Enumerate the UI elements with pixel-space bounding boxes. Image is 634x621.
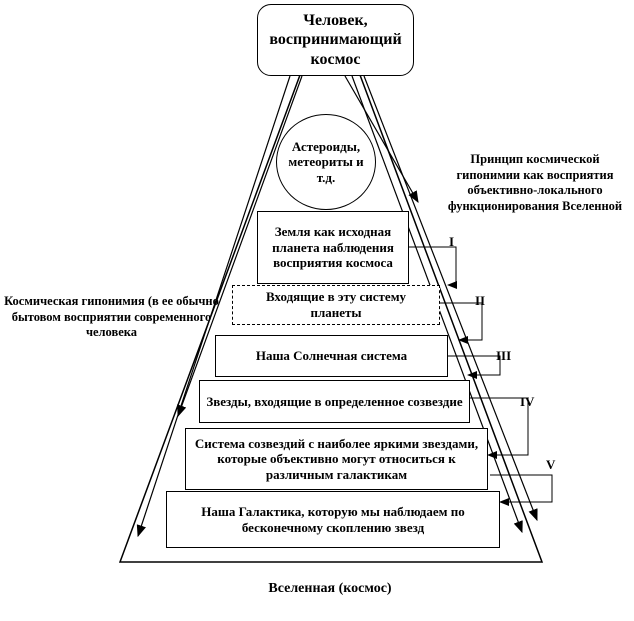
level-constellation-system: Система созвездий с наиболее яркими звез… (185, 428, 488, 490)
arrow-left-outer (136, 75, 291, 538)
level-planets: Входящие в эту систему планеты (232, 285, 440, 325)
roman-III: III (496, 348, 512, 363)
asteroids-circle: Астероиды, метеориты и т.д. (276, 114, 376, 210)
person-box: Человек, воспринимающий космос (257, 4, 414, 76)
level-solar-system: Наша Солнечная система (215, 335, 448, 377)
bracket-V (490, 474, 553, 506)
bracket-II (440, 302, 483, 344)
universe-label: Вселенная (космос) (268, 581, 392, 596)
roman-II: II (475, 293, 486, 308)
bracket-III (448, 355, 501, 379)
level-galaxy: Наша Галактика, которую мы наблюдаем по … (166, 491, 500, 548)
level-constellation: Звезды, входящие в определенное созвезди… (199, 380, 470, 423)
arrow-to-earth (344, 75, 419, 204)
arrow-left-inner (177, 75, 303, 418)
roman-V: V (546, 457, 556, 472)
person-box-label: Человек, воспринимающий космос (269, 12, 402, 68)
arrow-right-outer (363, 75, 538, 522)
right-annotation: Принцип космической гипонимии как воспри… (447, 152, 623, 213)
asteroids-label: Астероиды, метеориты и т.д. (288, 138, 364, 185)
bracket-I (408, 246, 457, 289)
roman-I: I (449, 234, 455, 249)
level-earth: Земля как исходная планета наблюдения во… (257, 211, 409, 284)
bracket-IV (470, 397, 529, 459)
roman-IV: IV (520, 394, 535, 409)
left-annotation: Космическая гипонимия (в ее обычно бытов… (4, 294, 219, 340)
